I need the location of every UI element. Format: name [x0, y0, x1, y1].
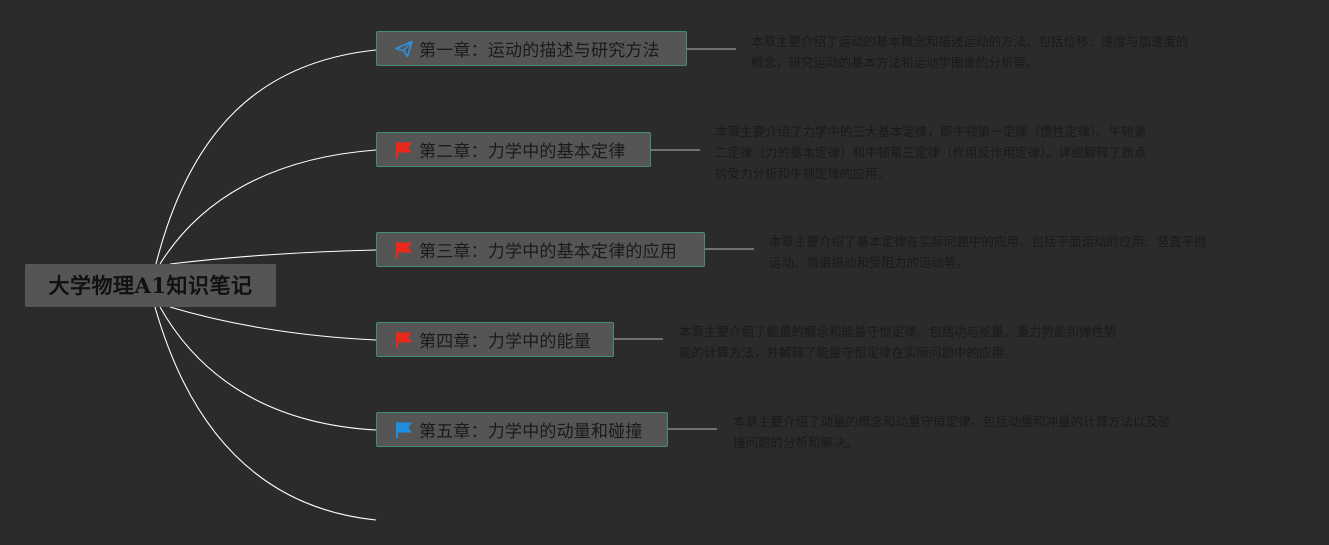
- chapter-node-2[interactable]: 第二章：力学中的基本定律: [376, 132, 651, 167]
- description-line: 二定律（力的基本定律）和牛顿第三定律（作用反作用定律）。详细解释了质点: [715, 145, 1147, 160]
- branch-curve-6: [154, 306, 377, 521]
- description-line: 能的计算方法，并解释了能量守恒定律在实际问题中的应用。: [679, 345, 1017, 360]
- description-line: 的受力分析和牛顿定律的应用。: [715, 166, 891, 181]
- branch-curve-4: [169, 306, 377, 341]
- description-line: 运动、简谐振动和受阻力的运动等。: [769, 255, 970, 270]
- red-flag-icon: [394, 240, 414, 260]
- chapter-node-4[interactable]: 第四章：力学中的能量: [376, 322, 614, 357]
- branch-curves: [154, 49, 377, 521]
- chapter-label-2: 第二章：力学中的基本定律: [419, 142, 626, 162]
- chapter-label-3: 第三章：力学中的基本定律的应用: [419, 242, 677, 262]
- root-topic[interactable]: 大学物理A1知识笔记: [25, 264, 276, 307]
- description-line: 本章主要介绍了力学中的三大基本定律，即牛顿第一定律（惯性定律）、牛顿第: [715, 124, 1147, 139]
- branch-curve-2: [159, 149, 377, 265]
- description-line: 本章主要介绍了能量的概念和能量守恒定律。包括功与能量、重力势能和弹性势: [679, 324, 1117, 339]
- description-line: 本章主要介绍了基本定律在实际问题中的应用。包括平面运动的应用、竖直平抛: [769, 234, 1207, 249]
- chapter-description-2: 本章主要介绍了力学中的三大基本定律，即牛顿第一定律（惯性定律）、牛顿第 二定律（…: [715, 121, 1146, 184]
- description-line: 概念，研究运动的基本方法和运动学图像的分析等。: [751, 55, 1039, 70]
- chapter-description-1: 本章主要介绍了运动的基本概念和描述运动的方法。包括位移、速度与加速度的 概念，研…: [751, 31, 1189, 73]
- chapter-description-5: 本章主要介绍了动量的概念和动量守恒定律。包括动量和冲量的计算方法以及碰 撞问题的…: [733, 411, 1171, 453]
- chapter-node-1[interactable]: 第一章：运动的描述与研究方法: [376, 31, 687, 66]
- chapter-label-5: 第五章：力学中的动量和碰撞: [419, 422, 643, 442]
- paper-plane-icon: [394, 39, 414, 59]
- chapter-description-4: 本章主要介绍了能量的概念和能量守恒定律。包括功与能量、重力势能和弹性势 能的计算…: [679, 321, 1117, 363]
- red-flag-icon: [394, 140, 414, 160]
- description-line: 本章主要介绍了动量的概念和动量守恒定律。包括动量和冲量的计算方法以及碰: [733, 414, 1171, 429]
- blue-flag-icon: [394, 420, 414, 440]
- chapter-node-5[interactable]: 第五章：力学中的动量和碰撞: [376, 412, 668, 447]
- description-line: 本章主要介绍了运动的基本概念和描述运动的方法。包括位移、速度与加速度的: [751, 34, 1189, 49]
- chapter-node-3[interactable]: 第三章：力学中的基本定律的应用: [376, 232, 705, 267]
- branch-curve-5: [159, 306, 377, 431]
- chapter-label-1: 第一章：运动的描述与研究方法: [419, 41, 660, 61]
- chapter-description-3: 本章主要介绍了基本定律在实际问题中的应用。包括平面运动的应用、竖直平抛 运动、简…: [769, 231, 1207, 273]
- red-flag-icon: [394, 330, 414, 350]
- description-line: 撞问题的分析和解决。: [733, 435, 859, 450]
- branch-curve-1: [155, 49, 377, 265]
- leader-lines: [614, 48, 754, 430]
- branch-curve-3: [169, 249, 377, 265]
- chapter-label-4: 第四章：力学中的能量: [419, 332, 591, 352]
